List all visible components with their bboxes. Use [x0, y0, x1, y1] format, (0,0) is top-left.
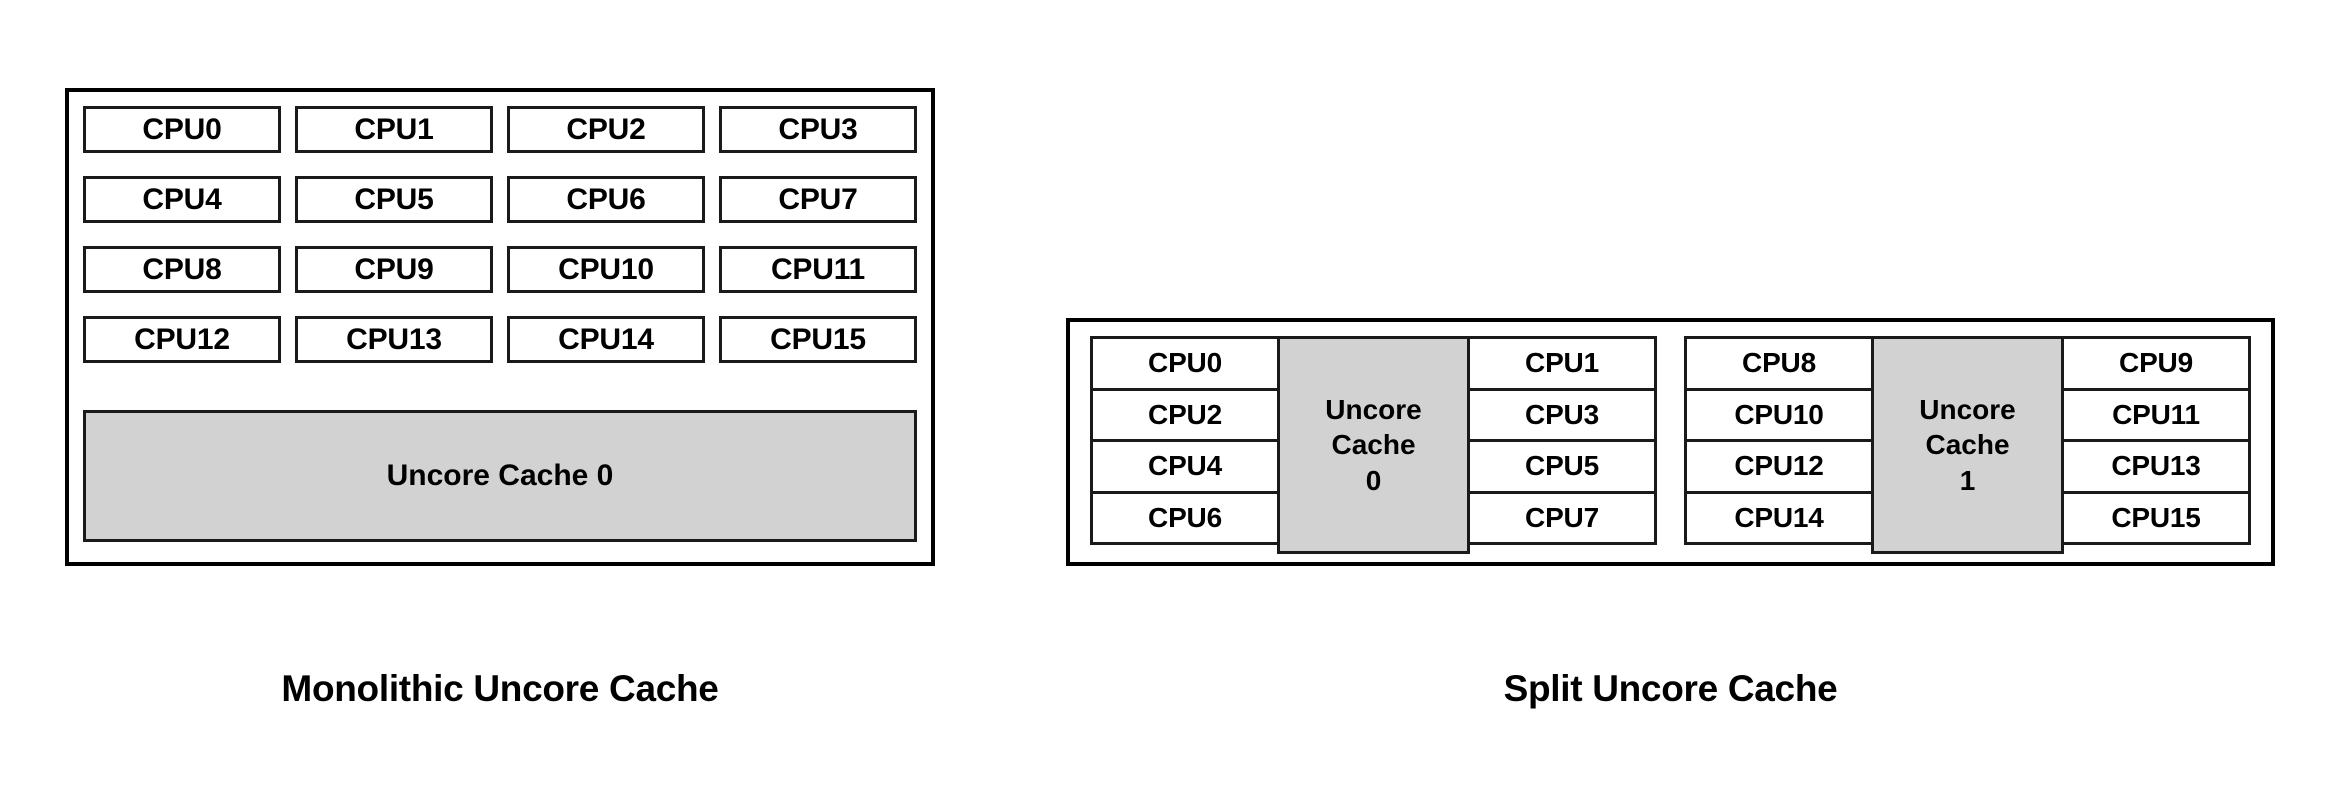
cpu-box: CPU4 — [1090, 439, 1280, 494]
cpu-box: CPU2 — [1090, 387, 1280, 442]
uncore-cache-box: Uncore Cache 0 — [83, 410, 917, 542]
cpu-box: CPU7 — [1467, 490, 1657, 545]
cpu-box: CPU9 — [2061, 336, 2251, 391]
cpu-box: CPU5 — [295, 176, 493, 223]
split-cache-column: Uncore Cache 0 — [1277, 336, 1470, 554]
uncore-cache-line-1: Uncore — [1919, 394, 2016, 426]
cpu-box: CPU8 — [83, 246, 281, 293]
cpu-box: CPU11 — [719, 246, 917, 293]
split-group: CPU0 CPU2 CPU4 CPU6 Uncore Cache 0 CPU1 … — [1090, 336, 1663, 554]
cpu-box: CPU1 — [1467, 336, 1657, 391]
uncore-cache-line-1: Uncore — [1325, 394, 1422, 426]
cpu-box: CPU2 — [507, 106, 705, 153]
monolithic-uncore-diagram: CPU0 CPU1 CPU2 CPU3 CPU4 CPU5 CPU6 CPU7 … — [65, 88, 935, 566]
split-group: CPU8 CPU10 CPU12 CPU14 Uncore Cache 1 CP… — [1684, 336, 2257, 554]
cpu-box: CPU10 — [507, 246, 705, 293]
cpu-box: CPU0 — [1090, 336, 1280, 391]
cpu-box: CPU0 — [83, 106, 281, 153]
uncore-cache-box: Uncore Cache 0 — [1277, 336, 1470, 554]
cpu-box: CPU11 — [2061, 387, 2251, 442]
split-cpu-column-left: CPU8 CPU10 CPU12 CPU14 — [1684, 336, 1874, 554]
cpu-box: CPU4 — [83, 176, 281, 223]
uncore-cache-line-3: 0 — [1365, 464, 1382, 496]
cpu-box: CPU12 — [83, 316, 281, 363]
cpu-box: CPU3 — [1467, 387, 1657, 442]
cpu-box: CPU13 — [2061, 439, 2251, 494]
uncore-cache-line-2: Cache — [1925, 429, 2010, 461]
split-cpu-column-right: CPU9 CPU11 CPU13 CPU15 — [2061, 336, 2251, 554]
split-cpu-column-left: CPU0 CPU2 CPU4 CPU6 — [1090, 336, 1280, 554]
cpu-box: CPU1 — [295, 106, 493, 153]
split-cpu-column-right: CPU1 CPU3 CPU5 CPU7 — [1467, 336, 1657, 554]
cpu-box: CPU3 — [719, 106, 917, 153]
cpu-box: CPU14 — [1684, 490, 1874, 545]
cpu-box: CPU5 — [1467, 439, 1657, 494]
cpu-box: CPU6 — [1090, 490, 1280, 545]
uncore-cache-box: Uncore Cache 1 — [1871, 336, 2064, 554]
cpu-box: CPU15 — [2061, 490, 2251, 545]
monolithic-caption: Monolithic Uncore Cache — [281, 668, 719, 709]
cpu-box: CPU6 — [507, 176, 705, 223]
cpu-box: CPU9 — [295, 246, 493, 293]
cpu-box: CPU15 — [719, 316, 917, 363]
cpu-box: CPU12 — [1684, 439, 1874, 494]
split-caption: Split Uncore Cache — [1503, 668, 1838, 709]
cpu-box: CPU8 — [1684, 336, 1874, 391]
cpu-box: CPU10 — [1684, 387, 1874, 442]
cpu-box: CPU13 — [295, 316, 493, 363]
uncore-cache-line-3: 1 — [1959, 464, 1976, 496]
cpu-box: CPU14 — [507, 316, 705, 363]
split-cache-column: Uncore Cache 1 — [1871, 336, 2064, 554]
monolithic-cpu-grid: CPU0 CPU1 CPU2 CPU3 CPU4 CPU5 CPU6 CPU7 … — [83, 106, 917, 389]
uncore-cache-line-2: Cache — [1331, 429, 1416, 461]
split-uncore-diagram: CPU0 CPU2 CPU4 CPU6 Uncore Cache 0 CPU1 … — [1066, 318, 2275, 566]
cpu-box: CPU7 — [719, 176, 917, 223]
